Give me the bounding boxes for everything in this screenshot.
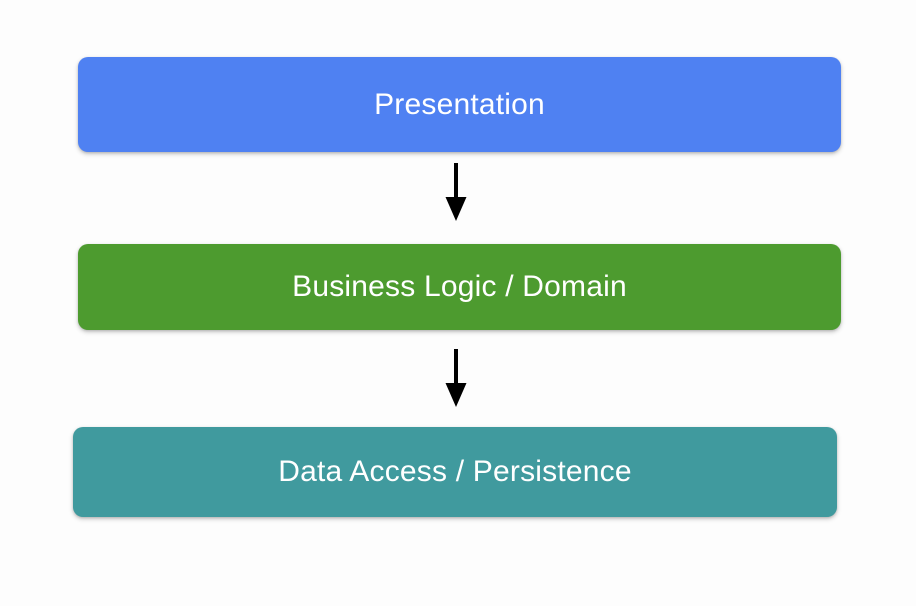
layer-label-presentation: Presentation (374, 87, 545, 121)
layer-box-business-logic[interactable]: Business Logic / Domain (78, 244, 841, 330)
layer-label-data-access: Data Access / Persistence (278, 455, 632, 488)
arrow-head (445, 383, 467, 407)
arrow-presentation-to-business-icon (445, 163, 467, 221)
arrow-business-to-data-icon (445, 349, 467, 407)
layer-box-presentation[interactable]: Presentation (78, 57, 841, 152)
layer-box-data-access[interactable]: Data Access / Persistence (73, 427, 837, 517)
arrow-head (445, 197, 467, 221)
layer-label-business-logic: Business Logic / Domain (292, 270, 627, 303)
